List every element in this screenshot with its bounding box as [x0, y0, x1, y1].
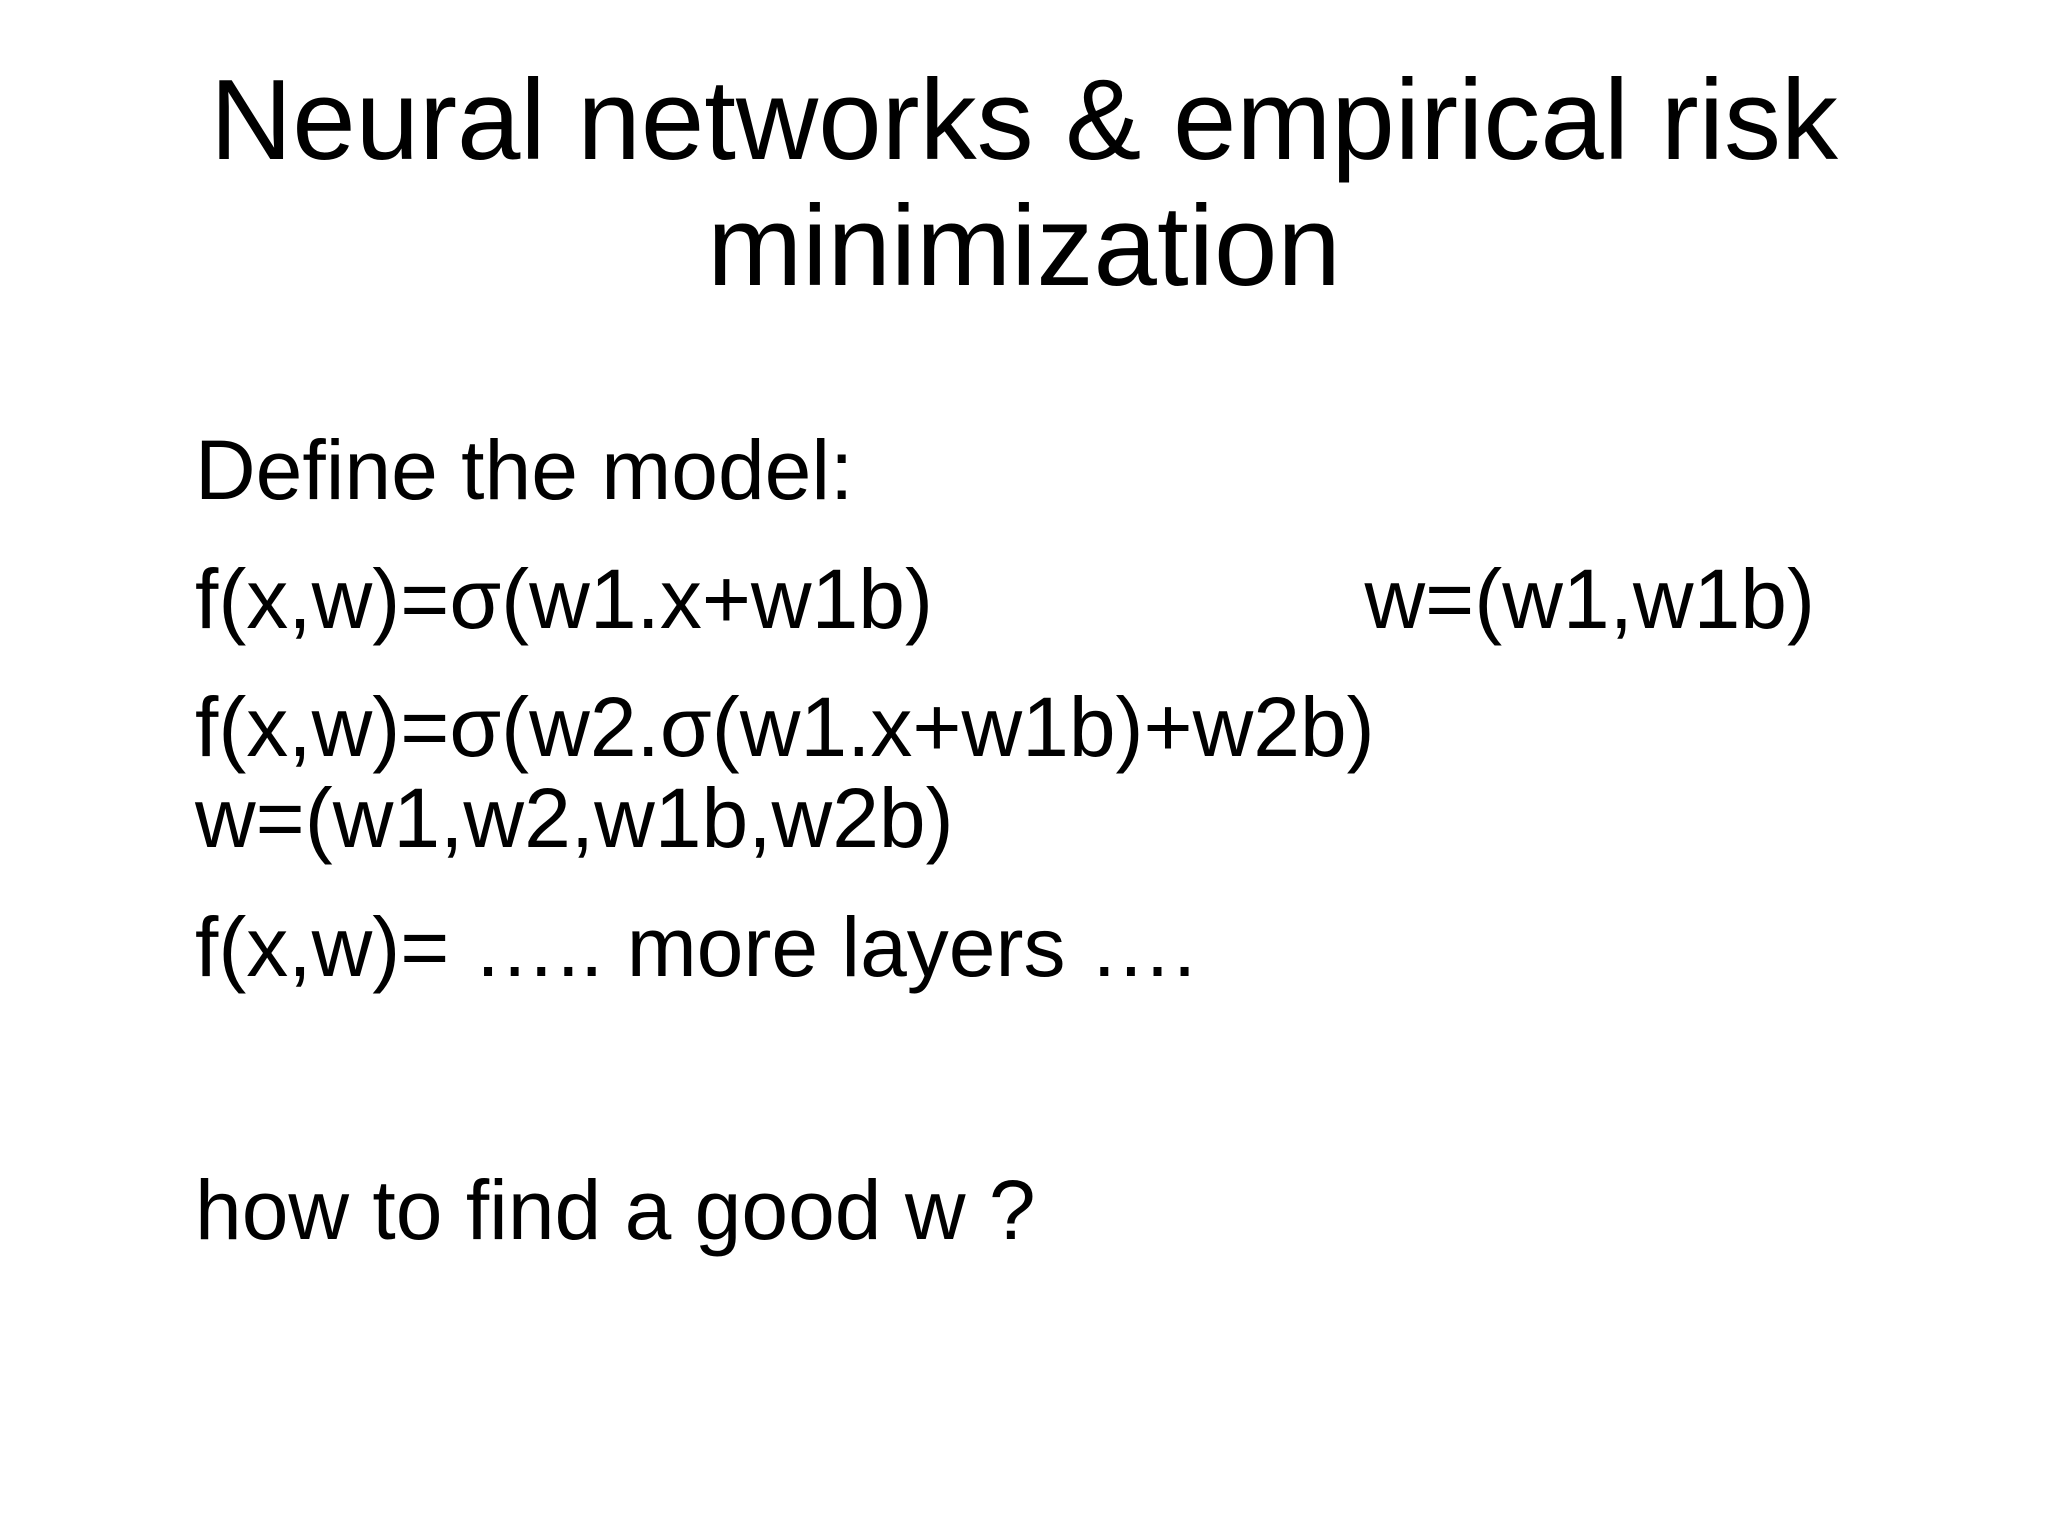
- slide-title: Neural networks & empirical risk minimiz…: [209, 57, 1839, 310]
- question-text: how to find a good w ?: [195, 1162, 1036, 1257]
- formula-one-row: f(x,w)=σ(w1.x+w1b) w=(w1,w1b): [195, 551, 1815, 646]
- formula-one-weights-text: w=(w1,w1b): [1364, 551, 1815, 646]
- formula-two-text: f(x,w)=σ(w2.σ(w1.x+w1b)+w2b): [195, 680, 1375, 775]
- more-layers-text: f(x,w)= ….. more layers ….: [195, 899, 1197, 994]
- formula-one-text: f(x,w)=σ(w1.x+w1b): [195, 551, 933, 646]
- formula-two-weights-text: w=(w1,w2,w1b,w2b): [195, 771, 954, 866]
- define-model-text: Define the model:: [195, 423, 854, 517]
- slide-body: Define the model: f(x,w)=σ(w1.x+w1b) w=(…: [195, 425, 1815, 1293]
